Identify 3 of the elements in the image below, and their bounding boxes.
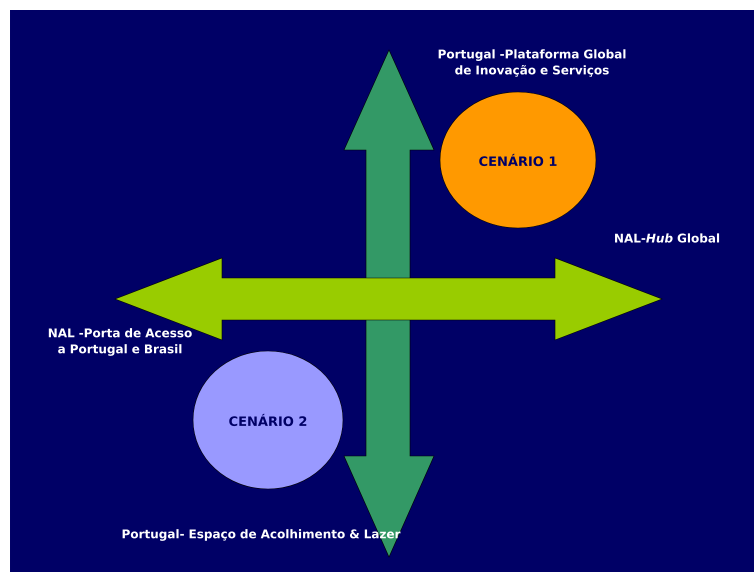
axis-label: Portugal -Plataforma Global de Inovação e Serviços: [438, 49, 626, 77]
axis-label: NAL-Hub Global: [615, 233, 720, 243]
axis-label: NAL -Porta de Acesso a Portugal e Brasil: [48, 328, 192, 356]
